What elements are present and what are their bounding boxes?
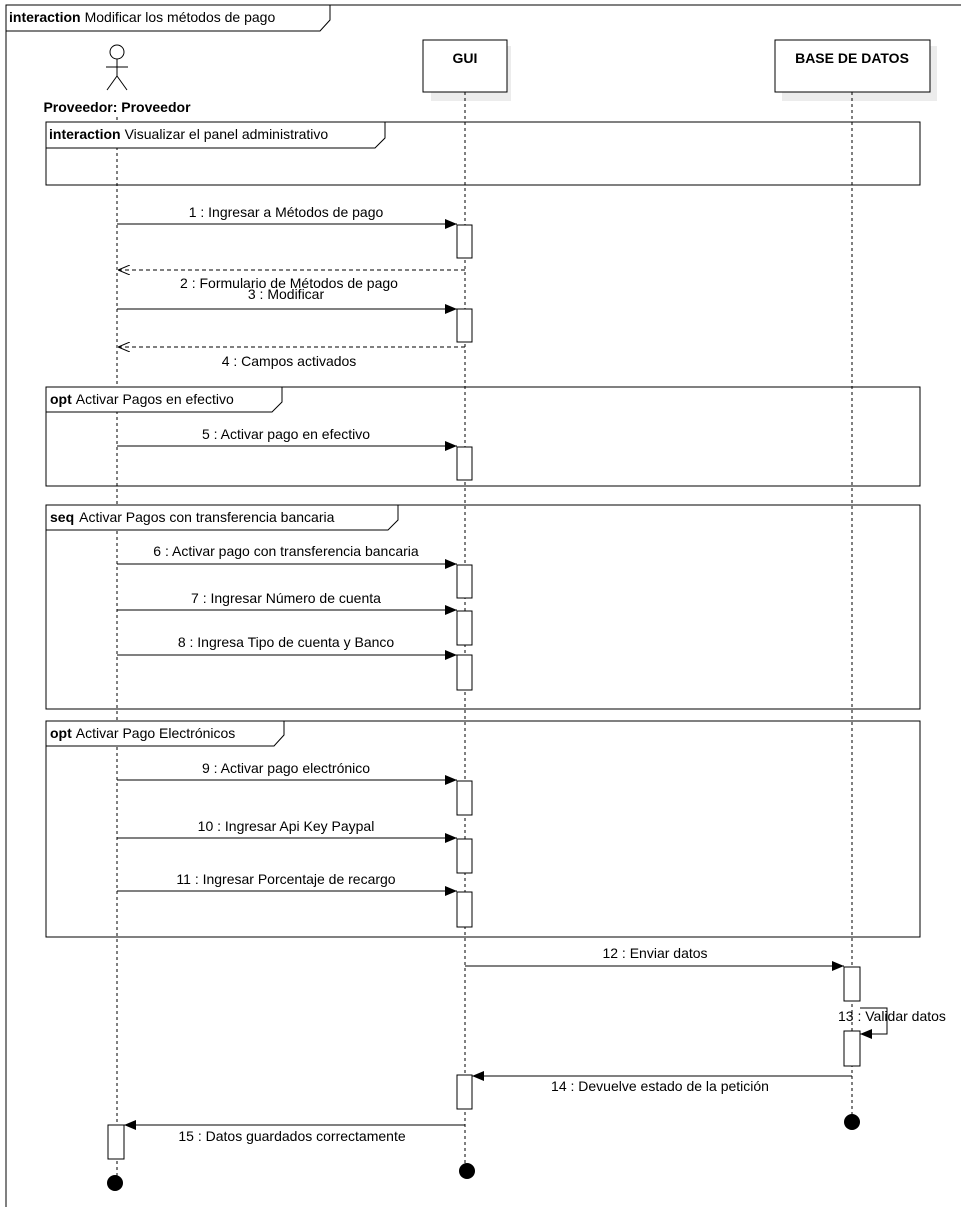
activation-bar-gui xyxy=(456,610,473,646)
message-14: 14 : Devuelve estado de la petición xyxy=(472,1071,852,1094)
message-13: 13 : Validar datos xyxy=(838,1007,946,1039)
message-4: 4 : Campos activados xyxy=(118,347,465,369)
activation-bar-gui xyxy=(456,224,473,259)
activation-bar-gui xyxy=(456,780,473,816)
participant-label-gui: GUI xyxy=(453,50,478,66)
message-label: 5 : Activar pago en efectivo xyxy=(202,426,370,442)
message-label: 2 : Formulario de Métodos de pago xyxy=(180,275,398,291)
participant-proveedor[interactable]: Proveedor: Proveedor xyxy=(43,44,191,115)
message-label: 1 : Ingresar a Métodos de pago xyxy=(189,204,384,220)
message-label: 6 : Activar pago con transferencia banca… xyxy=(153,543,419,559)
activation-bar-gui xyxy=(456,564,473,599)
activation-bar-gui xyxy=(456,446,473,481)
participant-base-de-datos[interactable]: BASE DE DATOS xyxy=(774,39,937,101)
lifeline-end-gui xyxy=(459,1163,475,1179)
activation-bars xyxy=(107,224,861,1160)
message-label: 9 : Activar pago electrónico xyxy=(202,760,370,776)
message-label: 7 : Ingresar Número de cuenta xyxy=(191,590,381,606)
activation-bar-db xyxy=(843,966,861,1002)
lifeline-end-proveedor xyxy=(107,1175,123,1191)
activation-bar-db xyxy=(843,1030,861,1067)
message-11: 11 : Ingresar Porcentaje de recargo xyxy=(117,871,457,896)
stick-figure-actor-icon xyxy=(106,44,128,91)
message-5: 5 : Activar pago en efectivo xyxy=(117,426,457,451)
message-label: 14 : Devuelve estado de la petición xyxy=(551,1078,769,1094)
message-3: 3 : Modificar xyxy=(117,286,457,314)
message-label: 3 : Modificar xyxy=(248,286,325,302)
participant-label-proveedor: Proveedor: Proveedor xyxy=(43,99,191,115)
activation-bar-proveedor xyxy=(107,1124,125,1160)
message-label: 11 : Ingresar Porcentaje de recargo xyxy=(176,871,395,887)
message-label: 13 : Validar datos xyxy=(838,1008,946,1024)
message-6: 6 : Activar pago con transferencia banca… xyxy=(117,543,457,569)
activation-bar-gui xyxy=(456,1074,473,1110)
participant-label-db: BASE DE DATOS xyxy=(795,50,909,66)
message-15: 15 : Datos guardados correctamente xyxy=(124,1120,465,1144)
message-8: 8 : Ingresa Tipo de cuenta y Banco xyxy=(117,634,457,660)
participant-gui[interactable]: GUI xyxy=(422,39,511,101)
message-label: 10 : Ingresar Api Key Paypal xyxy=(198,818,375,834)
message-10: 10 : Ingresar Api Key Paypal xyxy=(117,818,457,843)
activation-bar-gui xyxy=(456,891,473,928)
message-9: 9 : Activar pago electrónico xyxy=(117,760,457,785)
message-7: 7 : Ingresar Número de cuenta xyxy=(117,590,457,615)
message-label: 8 : Ingresa Tipo de cuenta y Banco xyxy=(178,634,395,650)
message-label: 15 : Datos guardados correctamente xyxy=(178,1128,405,1144)
message-label: 12 : Enviar datos xyxy=(602,945,707,961)
message-12: 12 : Enviar datos xyxy=(465,945,844,971)
activation-bar-gui xyxy=(456,654,473,691)
activation-bar-gui xyxy=(456,308,473,343)
message-2: 2 : Formulario de Métodos de pago xyxy=(118,270,465,291)
message-1: 1 : Ingresar a Métodos de pago xyxy=(117,204,457,229)
lifeline-end-db xyxy=(844,1114,860,1130)
message-label: 4 : Campos activados xyxy=(222,353,357,369)
activation-bar-gui xyxy=(456,838,473,874)
